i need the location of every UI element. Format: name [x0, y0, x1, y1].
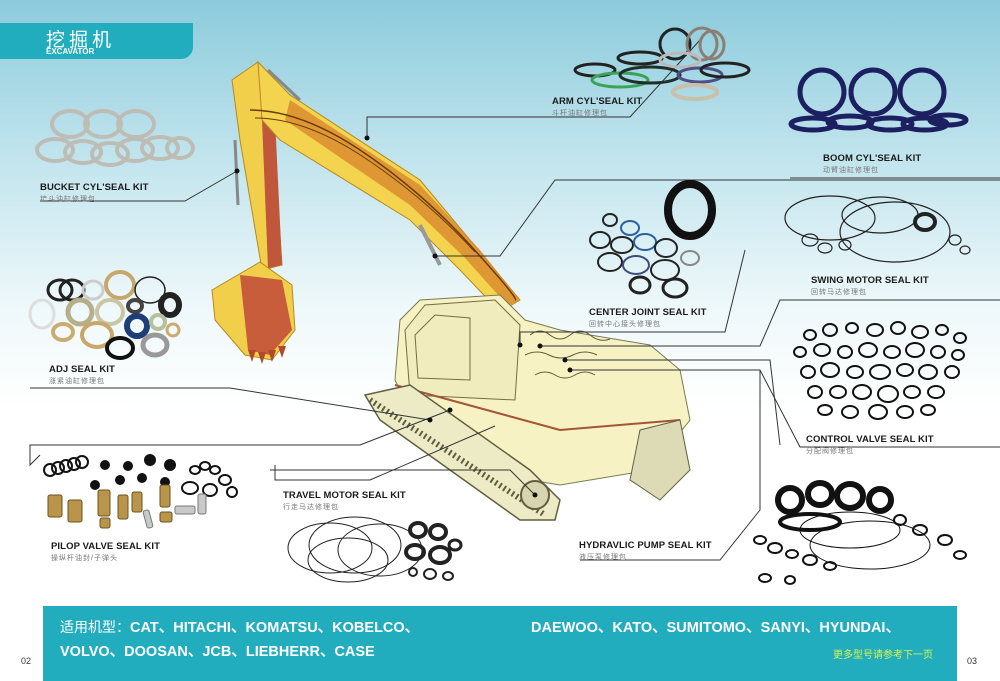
bucket-kit-image — [35, 109, 195, 167]
arm-kit-image — [573, 26, 751, 101]
hydraulic-pump-kit-image — [753, 480, 967, 585]
models-line1-right: DAEWOO、KATO、SUMITOMO、SANYI、HYUNDAI、 — [531, 620, 900, 636]
travel-motor-kit-image — [287, 516, 463, 583]
leader-lines — [29, 39, 1000, 561]
section-title-en: EXCAVATOR — [46, 47, 95, 56]
models-line1-left: 适用机型：CAT、HITACHI、KOMATSU、KOBELCO、 — [60, 620, 420, 636]
leader-dots — [234, 135, 573, 498]
control-valve-kit-image — [793, 321, 967, 420]
center-joint-kit-label: CENTER JOINT SEAL KIT 回转中心接头修理包 — [589, 307, 707, 328]
center-joint-kit-image — [589, 180, 716, 299]
control-valve-kit-label: CONTROL VALVE SEAL KIT 分配阀修理包 — [806, 434, 934, 455]
boom-kit-label: BOOM CYL'SEAL KIT 动臂油缸修理包 — [823, 153, 922, 174]
hydraulic-pump-kit-label: HYDRAVLIC PUMP SEAL KIT 液压泵修理包 — [579, 540, 712, 561]
section-title-tab: 挖掘机 EXCAVATOR — [0, 23, 193, 59]
models-line2: VOLVO、DOOSAN、JCB、LIEBHERR、CASE — [60, 644, 375, 660]
excavator-illustration — [211, 60, 691, 521]
section-title-cn: 挖掘机 — [46, 29, 116, 51]
page-number-left: 02 — [21, 656, 32, 666]
arm-kit-label: ARM CYL'SEAL KIT 斗杆油缸修理包 — [552, 96, 643, 117]
adj-kit-image — [28, 270, 182, 360]
page-number-right: 03 — [967, 656, 978, 666]
boom-kit-image — [788, 67, 969, 133]
swing-motor-kit-label: SWING MOTOR SEAL KIT 回转马达修理包 — [811, 275, 929, 296]
travel-motor-kit-label: TRAVEL MOTOR SEAL KIT 行走马达修理包 — [283, 490, 406, 511]
pilop-valve-kit-image — [43, 454, 238, 529]
models-prefix: 适用机型： — [60, 620, 130, 636]
swing-motor-kit-image — [784, 195, 971, 263]
more-models-note: 更多型号请参考下一页 — [833, 650, 933, 661]
bucket-kit-label: BUCKET CYL'SEAL KIT 铲斗油缸修理包 — [40, 182, 149, 203]
compatible-models-bar: 适用机型：CAT、HITACHI、KOMATSU、KOBELCO、 DAEWOO… — [43, 606, 957, 681]
pilop-valve-kit-label: PILOP VALVE SEAL KIT 操纵杆油封/子弹头 — [51, 541, 160, 562]
adj-kit-label: ADJ SEAL KIT 涨紧油缸修理包 — [49, 364, 115, 385]
